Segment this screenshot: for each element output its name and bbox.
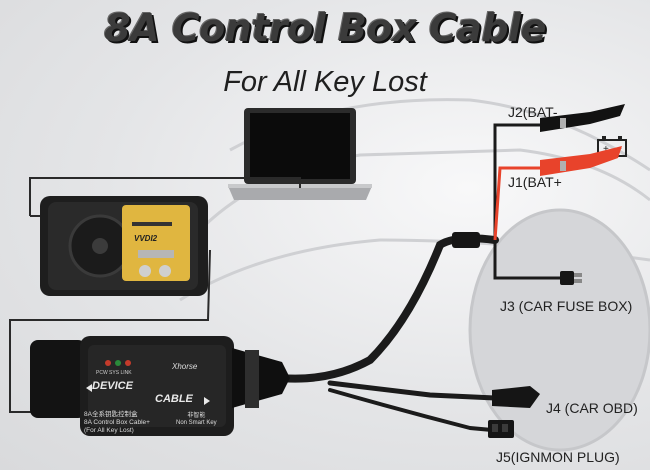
fuse-holder: [452, 232, 480, 248]
device-name: 8A全系钥匙控制盒 8A Control Box Cable+ (For All…: [84, 411, 164, 435]
device-name-line2: 8A Control Box Cable+: [84, 419, 150, 426]
connector-label-j4: J4 (CAR OBD): [546, 400, 638, 416]
cable-port-label: CABLE: [155, 393, 193, 405]
main-cable: [276, 234, 499, 432]
obd-connector-icon: [492, 386, 540, 408]
connector-label-j2: J2(BAT-: [508, 104, 558, 120]
device-smart-line2: Non Smart Key: [176, 420, 217, 426]
connector-label-j3: J3 (CAR FUSE BOX): [500, 298, 633, 314]
device-led-labels: PCW SYS LINK: [96, 370, 132, 376]
red-clip-icon: [540, 146, 622, 176]
device-port-label: DEVICE: [92, 380, 133, 392]
branch-wires: [493, 123, 560, 280]
device-brand: Xhorse: [172, 362, 198, 371]
svg-text:+: +: [603, 144, 609, 155]
vvdi2-tool: [40, 196, 208, 296]
ignition-plug-icon: [488, 420, 514, 438]
device-name-line1: 8A全系钥匙控制盒: [84, 411, 138, 418]
vvdi2-brand-label: VVDI2: [134, 234, 158, 243]
device-name-line3: (For All Key Lost): [84, 427, 134, 434]
device-smart-line1: 非智能: [187, 413, 206, 419]
control-box-device: [30, 336, 290, 436]
page-title: 8A Control Box Cable: [104, 6, 546, 50]
fuse-plug-icon: [560, 271, 582, 285]
black-clip-icon: [540, 104, 625, 132]
device-smart-label: 非智能 Non Smart Key: [176, 413, 217, 427]
laptop-icon: [228, 108, 372, 200]
connector-label-j1: J1(BAT+: [508, 174, 562, 190]
page-subtitle: For All Key Lost: [223, 66, 427, 98]
connector-label-j5: J5(IGNMON PLUG): [496, 449, 620, 465]
